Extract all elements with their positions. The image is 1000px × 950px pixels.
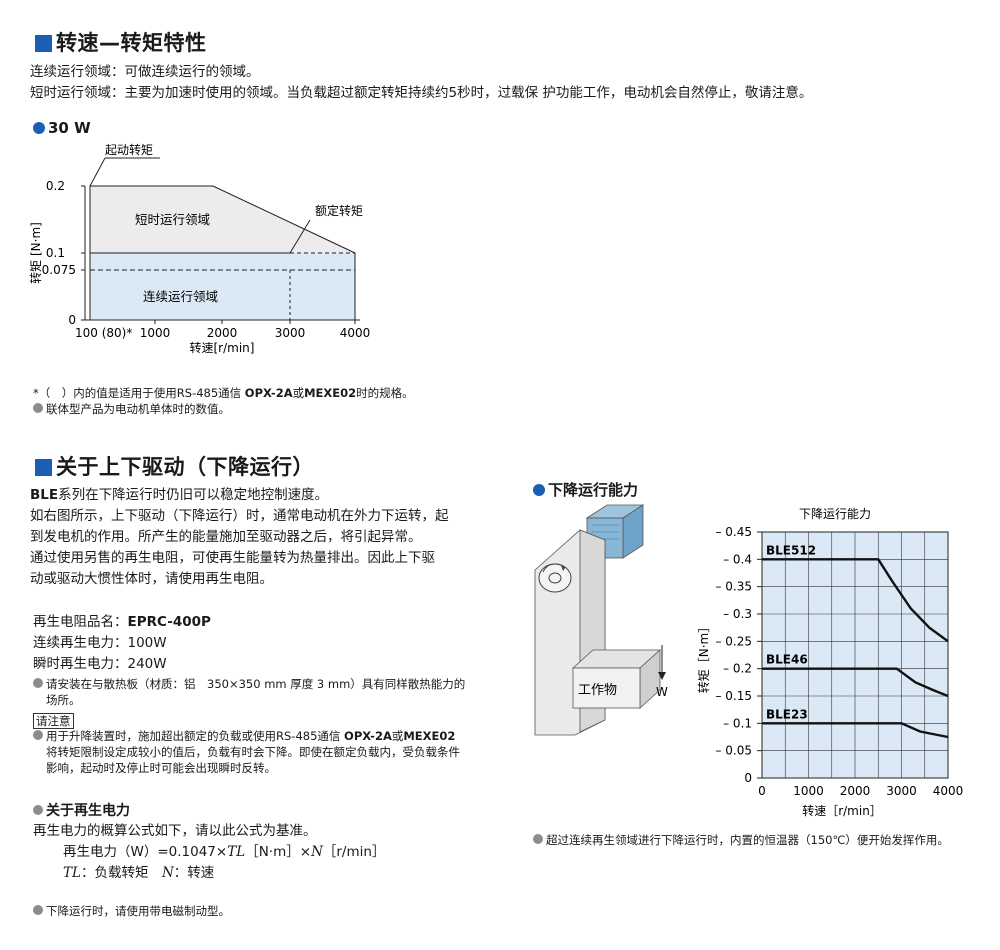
desc-p1: BLE系列在下降运行时仍旧可以稳定地控制速度。: [30, 487, 329, 503]
section-title-vertical-drive: 关于上下驱动（下降运行）: [35, 451, 314, 481]
brake-note: 下降运行时，请使用带电磁制动型。: [33, 903, 230, 919]
gray-bullet-icon: [533, 834, 543, 844]
desc-p3a: 通过使用另售的再生电阻，可使再生能量转为热量排出。因此上下驱: [30, 550, 435, 566]
vertical-drive-illustration: 工作物 W: [534, 504, 668, 736]
note-rs485: *（ ）内的值是适用于使用RS-485通信 OPX-2A或MEXE02时的规格。: [33, 386, 414, 400]
y-tick-label: – 0.05: [715, 744, 752, 758]
desc-p2b: 到发电机的作用。所产生的能量施加至驱动器之后，将引起异常。: [30, 529, 422, 545]
spec-product-name: 再生电阻品名：EPRC-400P: [33, 614, 211, 630]
speed-torque-chart: 起动转矩 额定转矩 短时运行领域 连续运行领域 0.2 0.1 0.075 0 …: [28, 142, 371, 355]
spec-instant-power: 瞬时再生电力：240W: [33, 656, 167, 672]
gray-bullet-icon: [33, 905, 43, 915]
figure-heading: 下降运行能力: [533, 479, 638, 500]
chart-title: 下降运行能力: [799, 507, 871, 521]
short-term-region: [90, 186, 355, 253]
boundary-line: [89, 185, 356, 320]
series-label-ble23: BLE23: [766, 707, 808, 721]
ytick-0: 0: [68, 313, 76, 327]
desc-line-continuous: 连续运行领域：可做连续运行的领域。: [30, 64, 260, 80]
chart2-footnote: 超过连续再生领域进行下降运行时，内置的恒温器（150℃）便开始发挥作用。: [533, 832, 949, 848]
regen-formula: 再生电力（W）=0.1047×TL［N·m］×N［r/min］: [63, 844, 386, 860]
section2-description: BLE系列在下降运行时仍旧可以稳定地控制速度。 如右图所示，上下驱动（下降运行）…: [30, 485, 510, 590]
y-tick-label: – 0.2: [723, 662, 752, 676]
section1-description: 连续运行领域：可做连续运行的领域。 短时运行领域：主要为加速时使用的领域。当负载…: [30, 62, 990, 104]
workpiece-label: 工作物: [578, 683, 617, 698]
rated-torque-leader: [289, 219, 311, 254]
series-line-ble23: [762, 722, 949, 739]
continuous-region: [90, 253, 355, 320]
circle-bullet-icon: [533, 484, 545, 496]
ytick-0.1: 0.1: [46, 246, 65, 260]
regen-heading: 关于再生电力: [33, 800, 130, 820]
install-note: 请安装在与散热板（材质：铝 350×350 mm 厚度 3 mm）具有同样散热能…: [33, 676, 503, 708]
x-tick-label: 0: [758, 784, 766, 798]
y-tick-label: 0: [744, 771, 752, 785]
chart1-heading: 30 W: [33, 119, 91, 137]
caution-label: 请注意: [33, 710, 74, 729]
regen-legend: TL：负载转矩 N：转速: [63, 865, 215, 881]
caution-note: 用于升降装置时，施加超出额定的负载或使用RS-485通信 OPX-2A或MEXE…: [33, 728, 503, 776]
start-torque-leader: [89, 157, 106, 187]
y-axis-label: 转矩 [N·m]: [28, 222, 43, 284]
x-axis-label: 转速［r/min］: [802, 803, 882, 818]
desc-line-short: 短时运行领域：主要为加速时使用的领域。当负载超过额定转矩持续约5秒时，过载保 护…: [30, 85, 813, 101]
y-tick-label: – 0.4: [723, 552, 752, 566]
section-title-speed-torque: 转速—转矩特性: [35, 27, 207, 57]
gray-bullet-icon: [33, 805, 43, 815]
y-tick-label: – 0.3: [723, 607, 752, 621]
gray-bullet-icon: [33, 730, 43, 740]
note-integrated: 联体型产品为电动机单体时的数值。: [33, 401, 414, 417]
chart1-notes: *（ ）内的值是适用于使用RS-485通信 OPX-2A或MEXE02时的规格。…: [33, 385, 414, 417]
xtick-4000: 4000: [340, 326, 371, 340]
x-tick-label: 4000: [933, 784, 964, 798]
series-label-ble46: BLE46: [766, 653, 808, 667]
label-continuous-region: 连续运行领域: [143, 289, 218, 304]
xtick-3000: 3000: [275, 326, 306, 340]
ytick-0.2: 0.2: [46, 179, 65, 193]
workpiece-front: [572, 667, 641, 709]
desc-p2a: 如右图所示，上下驱动（下降运行）时，通常电动机在外力下运转，起: [30, 508, 449, 524]
regen-resistor-specs: 再生电阻品名：EPRC-400P 连续再生电力：100W 瞬时再生电力：240W: [33, 612, 513, 675]
square-bullet-icon: [35, 35, 52, 52]
square-bullet-icon: [35, 459, 52, 476]
x-tick-label: 1000: [793, 784, 824, 798]
gray-bullet-icon: [33, 678, 43, 688]
desc-p3b: 动或驱动大惯性体时，请使用再生电阻。: [30, 571, 273, 587]
x-axis-label: 转速[r/min]: [190, 340, 255, 355]
xtick-100: 100 (80)*: [75, 326, 132, 340]
y-tick-label: – 0.35: [715, 580, 752, 594]
lowering-capability-chart: 下降运行能力 0 – 0.05 – 0.1 – 0.15 – 0.2 – 0.25 – 0.…: [696, 507, 964, 818]
y-tick-label: – 0.1: [723, 716, 752, 730]
spec-continuous-power: 连续再生电力：100W: [33, 635, 167, 651]
series-label-ble512: BLE512: [766, 543, 816, 557]
series-line-ble512: [762, 558, 949, 643]
xtick-2000: 2000: [207, 326, 238, 340]
x-tick-label: 3000: [886, 784, 917, 798]
gray-bullet-icon: [33, 403, 43, 413]
y-tick-label: – 0.45: [715, 525, 752, 539]
weight-label: W: [656, 685, 668, 699]
x-tick-label: 2000: [840, 784, 871, 798]
ytick-0.075: 0.075: [42, 263, 76, 277]
label-short-region: 短时运行领域: [135, 212, 210, 227]
y-axis-label: 转矩［N·m］: [696, 621, 711, 693]
label-rated-torque: 额定转矩: [315, 203, 363, 218]
label-start-torque: 起动转矩: [105, 142, 153, 157]
pulley: [538, 563, 572, 593]
y-tick-label: – 0.25: [715, 634, 752, 648]
circle-bullet-icon: [33, 122, 45, 134]
xtick-1000: 1000: [140, 326, 171, 340]
y-tick-label: – 0.15: [715, 689, 752, 703]
series-line-ble46: [762, 667, 949, 698]
regen-intro: 再生电力的概算公式如下，请以此公式为基准。: [33, 823, 317, 839]
